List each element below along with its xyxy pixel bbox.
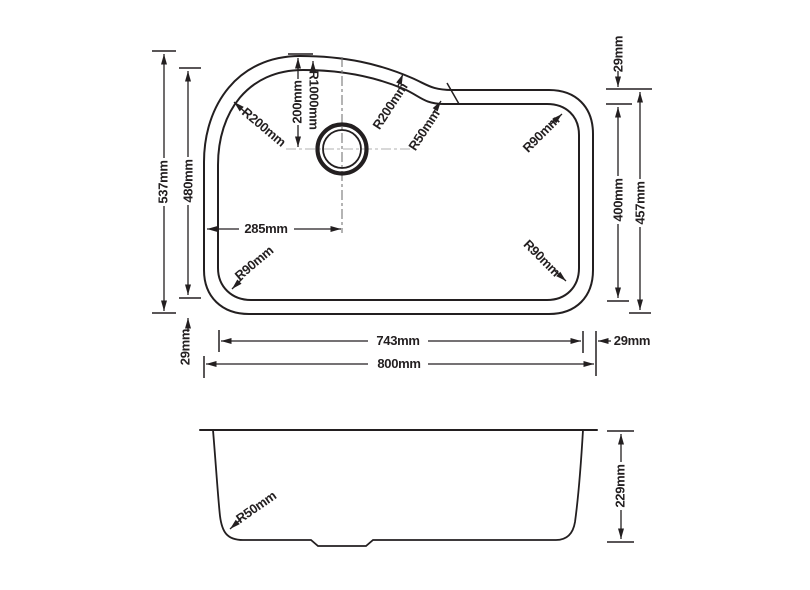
- radius-text-top-right-curve: R200mm: [369, 80, 410, 132]
- drain-inner-ring: [322, 129, 362, 169]
- sink-top-view: 537mm 480mm 29mm 285mm 200mm R1000mm: [152, 36, 652, 378]
- label-backplate: [289, 79, 305, 125]
- side-view-bowl-profile: [212, 429, 584, 547]
- dim-text-inner-height: 480mm: [181, 159, 196, 202]
- dim-text-rim-right: 29mm: [614, 333, 650, 348]
- radius-text-top-left: R200mm: [239, 104, 289, 149]
- label-backplate: [610, 176, 626, 224]
- radius-label-top-left: R200mm: [239, 104, 289, 149]
- radius-text-corner-br: R90mm: [521, 237, 564, 280]
- dim-text-outer-height-right: 457mm: [633, 181, 648, 224]
- radius-text-top-edge: R1000mm: [307, 70, 322, 129]
- radius-label-step: R50mm: [405, 107, 442, 153]
- dim-text-drain-from-left: 285mm: [244, 221, 287, 236]
- drain-outer-ring: [315, 122, 369, 176]
- dim-label-rim-top-right: 29mm: [611, 36, 626, 72]
- radius-label-top-edge: R1000mm: [307, 70, 322, 129]
- label-backplate: [612, 462, 628, 510]
- leader-r200-top-left: [233, 101, 248, 115]
- leader-r90-top-right: [550, 113, 563, 125]
- dim-text-outer-width: 800mm: [377, 356, 420, 371]
- top-view-outer-outline: [203, 55, 594, 315]
- leader-r90-bottom-right: [553, 269, 567, 282]
- dim-label-outer-height-right: 457mm: [632, 179, 648, 227]
- dim-label-inner-height-right: 400mm: [610, 176, 626, 224]
- radius-text-corner-bl: R90mm: [232, 243, 276, 284]
- dim-text-rim-bottom-left: 29mm: [178, 329, 193, 365]
- label-backplate: [632, 179, 648, 227]
- radius-label-top-right-curve: R200mm: [369, 80, 410, 132]
- dim-label-outer-height: 537mm: [155, 158, 171, 206]
- radius-label-side-bottom: R50mm: [233, 488, 279, 526]
- dim-label-inner-height: 480mm: [180, 157, 196, 205]
- radius-text-step: R50mm: [405, 107, 442, 153]
- dim-text-depth: 229mm: [613, 464, 628, 507]
- radius-label-corner-tr: R90mm: [520, 113, 563, 156]
- dim-text-inner-width: 743mm: [376, 333, 419, 348]
- dim-label-rim-bottom-left: 29mm: [178, 329, 193, 365]
- label-backplate: [180, 157, 196, 205]
- dim-text-drain-from-top: 200mm: [290, 80, 305, 123]
- leader-r200-top-right: [396, 73, 404, 87]
- dim-label-depth: 229mm: [612, 462, 628, 510]
- leader-r90-bottom-left: [231, 277, 244, 290]
- dim-text-outer-height: 537mm: [156, 160, 171, 203]
- radius-label-corner-br: R90mm: [521, 237, 564, 280]
- sink-side-view: R50mm 229mm: [199, 429, 634, 547]
- leader-r50-side: [229, 518, 242, 530]
- dim-label-drain-from-top: 200mm: [289, 79, 305, 125]
- step-tick: [446, 82, 460, 105]
- leader-r50-step: [432, 100, 442, 114]
- dim-text-inner-height-right: 400mm: [611, 178, 626, 221]
- radius-text-corner-tr: R90mm: [520, 113, 563, 156]
- radius-text-side-bottom: R50mm: [233, 488, 279, 526]
- label-backplate: [155, 158, 171, 206]
- radius-label-corner-bl: R90mm: [232, 243, 276, 284]
- dim-text-rim-top-right: 29mm: [611, 36, 626, 72]
